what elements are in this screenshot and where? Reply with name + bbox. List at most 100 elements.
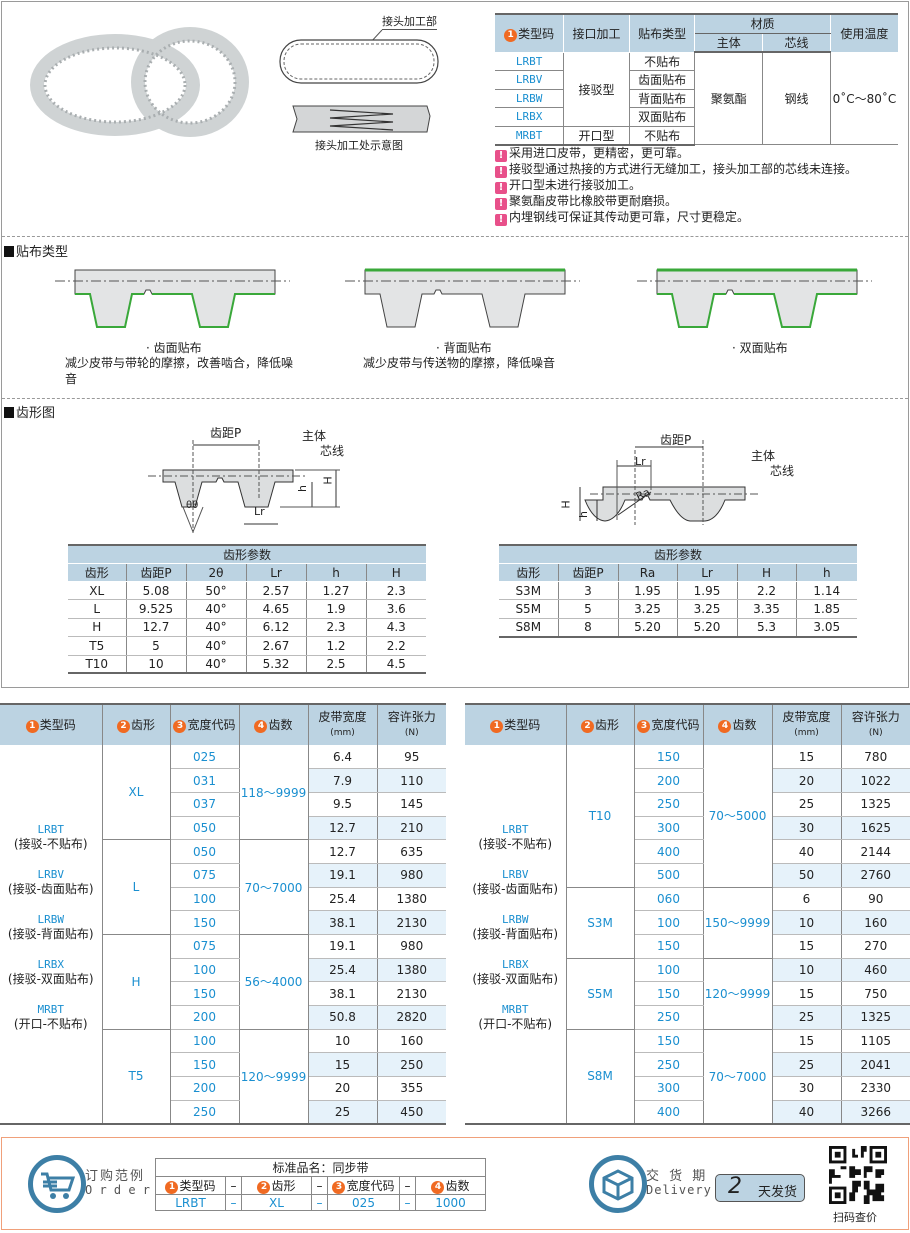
belt-width-cell: 15 [772,981,842,1007]
core-label-right: 芯线 [770,464,795,478]
width-code-cell: 150 [634,981,704,1007]
width-code-cell: 200 [634,768,704,793]
belt-width-cell: 9.5 [308,792,378,817]
tension-cell: 90 [841,887,910,912]
width-code-cell: 150 [634,745,704,770]
back-face-cloth-desc: 减少皮带与传送物的摩擦，降低噪音 [363,356,556,370]
double-face-cloth-label: · 双面贴布 [732,341,788,355]
teeth-range-cell: 120～9999 [703,958,773,1030]
tension-cell: 2144 [841,839,910,864]
width-code-cell: 100 [634,910,704,935]
belt-width-cell: 15 [772,745,842,770]
tension-cell: 3266 [841,1100,910,1125]
cloth-section-title: 贴布类型 [4,241,68,260]
belt-width-cell: 25.4 [308,887,378,912]
h-label-right: h [576,511,590,518]
tooth-section-title: 齿形图 [4,402,55,421]
belt-width-cell: 10 [308,1029,378,1054]
width-code-cell: 400 [634,839,704,864]
core-label: 芯线 [320,444,345,458]
type-code: LRBW [495,89,565,108]
tension-cell: 250 [377,1052,446,1078]
exclamation-icon: ! [495,150,507,162]
delivery-box-icon [589,1155,647,1213]
tension-cell: 270 [841,934,910,959]
type-code-list: LRBT(接驳-不贴布)LRBV(接驳-齿面贴布)LRBW(接驳-背面贴布)LR… [465,745,567,1125]
width-code-cell: 031 [170,768,240,793]
belt-width-cell: 15 [772,934,842,959]
tension-cell: 2820 [377,1005,446,1030]
tooth-face-cloth-desc: 减少皮带与带轮的摩擦，改善啮合，降低噪音 [65,356,294,386]
exclamation-icon: ! [495,166,507,178]
tension-cell: 2130 [377,981,446,1007]
type-code-list: LRBT(接驳-不贴布)LRBV(接驳-齿面贴布)LRBW(接驳-背面贴布)LR… [0,745,103,1125]
joint-diagram [279,29,439,133]
belt-width-cell: 40 [772,839,842,864]
belt-width-cell: 20 [308,1076,378,1101]
width-code-cell: 075 [170,934,240,959]
tooth-type-cell: S8M [566,1029,635,1125]
tension-cell: 110 [377,768,446,793]
width-code-cell: 050 [170,839,240,864]
tension-cell: 2330 [841,1076,910,1101]
tension-cell: 1625 [841,816,910,841]
width-code-cell: 100 [634,958,704,983]
teeth-range-cell: 118～9999 [239,745,309,841]
belt-width-cell: 12.7 [308,816,378,841]
tension-cell: 980 [377,934,446,959]
right-table-body: LRBT(接驳-不贴布)LRBV(接驳-齿面贴布)LRBW(接驳-背面贴布)LR… [465,745,910,1125]
width-code-cell: 025 [170,745,240,770]
tooth-type-cell: XL [102,745,171,841]
belt-width-cell: 15 [772,1029,842,1054]
tension-cell: 1022 [841,768,910,793]
belt-width-cell: 38.1 [308,910,378,935]
width-code-cell: 050 [170,816,240,841]
belt-width-cell: 10 [772,958,842,983]
teeth-range-cell: 70～7000 [239,839,309,935]
tension-cell: 95 [377,745,446,770]
pitch-label: 齿距P [210,426,242,440]
belt-width-cell: 7.9 [308,768,378,793]
note-item: !聚氨酯皮带比橡胶带更耐磨损。 [495,194,857,210]
tooth-type-cell: S3M [566,887,635,959]
body-label-right: 主体 [751,449,776,463]
belt-width-cell: 15 [308,1052,378,1078]
body-label: 主体 [302,429,327,443]
order-teeth: 1000 [415,1194,486,1211]
width-code-cell: 200 [170,1076,240,1101]
tooth-type-cell: S5M [566,958,635,1030]
order-label-en: O r d e r [85,1183,151,1197]
width-code-cell: 100 [170,1029,240,1054]
qr-code-icon[interactable] [828,1146,888,1204]
H-label: H [321,476,335,485]
width-code-cell: 250 [634,1005,704,1030]
order-width-code: 025 [327,1194,400,1211]
width-code-cell: 150 [170,910,240,935]
width-code-cell: 100 [170,958,240,983]
width-code-cell: 500 [634,863,704,888]
belt-width-cell: 19.1 [308,863,378,888]
tension-cell: 1380 [377,887,446,912]
arc-tooth-diagram [579,440,760,525]
tension-cell: 1105 [841,1029,910,1054]
tension-cell: 2130 [377,910,446,935]
teeth-range-cell: 120～9999 [239,1029,309,1125]
table-row: LRBT(接驳-不贴布)LRBV(接驳-齿面贴布)LRBW(接驳-背面贴布)LR… [0,745,446,1125]
tension-cell: 160 [377,1029,446,1054]
double-face-cloth-diagram [637,268,872,328]
tooth-type-cell: L [102,839,171,935]
